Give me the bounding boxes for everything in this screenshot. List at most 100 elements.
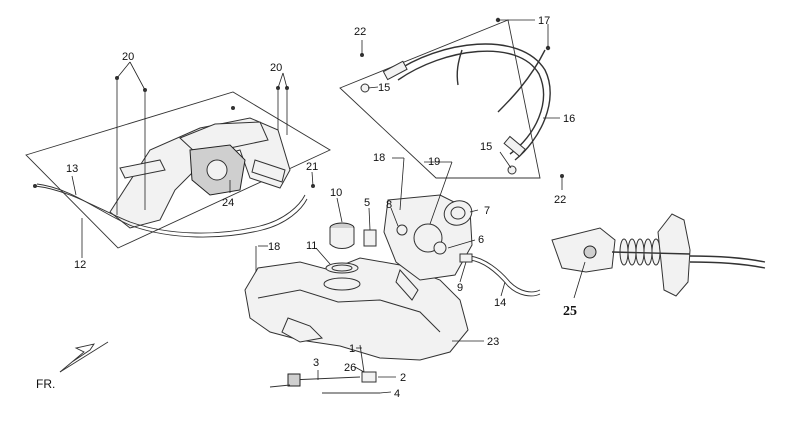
callout-21: 21 <box>306 161 318 173</box>
callout-19: 19 <box>428 156 440 168</box>
cable-bracket <box>551 227 616 273</box>
front-direction-label: FR. <box>36 377 55 391</box>
front-arrow-shaft <box>59 341 109 373</box>
leader-11 <box>315 247 331 265</box>
throttle-cable <box>689 255 766 263</box>
canister-cap <box>206 159 228 181</box>
leader-7 <box>469 209 479 213</box>
leader-14 <box>500 281 506 297</box>
callout-17: 17 <box>538 15 550 27</box>
callout-5: 5 <box>364 197 370 209</box>
drain-hose <box>289 376 361 381</box>
guard-hoop-bar <box>391 43 551 161</box>
spring-rod <box>611 251 691 255</box>
leader-18a-2 <box>399 157 405 211</box>
leader-20b-2 <box>282 72 288 89</box>
callout-3: 3 <box>313 357 319 369</box>
drain-stub <box>269 384 291 388</box>
guard-hoop-bar-inner <box>397 50 545 155</box>
callout-23: 23 <box>487 336 499 348</box>
front-direction-indicator <box>59 341 109 373</box>
fuel-pump-fitting <box>396 224 408 236</box>
fuel-tank-group <box>244 157 541 394</box>
drain-fitting <box>287 373 301 387</box>
callout-10: 10 <box>330 187 342 199</box>
callout-11: 11 <box>306 240 317 252</box>
front-arrow-head <box>59 343 95 373</box>
callout-24: 24 <box>222 197 234 209</box>
bracket-hole <box>583 245 597 259</box>
guard-hoop-frame <box>339 19 541 179</box>
hoop-nut <box>507 165 517 175</box>
callout-7: 7 <box>484 205 490 217</box>
leader-26 <box>354 366 365 373</box>
vent-hose-outline <box>36 183 308 238</box>
guard-hoop-group <box>339 17 564 190</box>
leader-6 <box>447 239 476 249</box>
callout-20-left: 20 <box>122 51 134 63</box>
hose-end <box>33 184 37 188</box>
guard-hoop-post-b <box>497 49 546 113</box>
hose-clamp <box>459 253 473 263</box>
callout-22-bottom: 22 <box>554 194 566 206</box>
callout-25: 25 <box>563 304 577 319</box>
drain-bolt <box>359 344 365 373</box>
filler-gasket-inner <box>331 264 353 272</box>
leader-20a-2 <box>129 61 146 91</box>
callout-2: 2 <box>400 372 406 384</box>
callout-4: 4 <box>394 388 400 400</box>
canister-side-pipe <box>251 159 286 183</box>
tank-mount-boss <box>281 317 324 343</box>
spring-mount-plate <box>657 213 691 297</box>
callout-18-top: 18 <box>373 152 385 164</box>
callout-labels: 20 20 13 1 2 21 24 22 15 17 16 15 22 18 1… <box>36 15 577 400</box>
leader-10 <box>336 197 343 223</box>
leader-9 <box>459 261 467 283</box>
tank-seam <box>257 289 441 333</box>
leader-15b <box>499 151 512 169</box>
leader-5 <box>368 207 371 231</box>
callout-22-top: 22 <box>354 26 366 38</box>
fuel-valve <box>363 229 377 247</box>
spring-detail-group <box>551 213 766 299</box>
bolt-head <box>231 106 235 110</box>
leader-25 <box>573 261 586 299</box>
callout-15-bottom: 15 <box>480 141 492 153</box>
leader-21 <box>311 171 314 187</box>
callout-15-top: 15 <box>378 82 390 94</box>
canister-assembly-frame <box>25 91 331 249</box>
callout-16: 16 <box>563 113 575 125</box>
guard-hoop-post-a <box>456 49 463 86</box>
leader-8 <box>390 207 399 227</box>
callout-13: 13 <box>66 163 78 175</box>
callout-8: 8 <box>386 199 392 211</box>
callout-20-right: 20 <box>270 62 282 74</box>
fuel-pump-outlet <box>395 269 419 301</box>
fuel-level-sender-inner <box>450 206 466 220</box>
callout-6: 6 <box>478 234 484 246</box>
leader-4 <box>379 391 392 394</box>
fuel-line <box>469 255 541 293</box>
leader-19-2 <box>429 161 453 225</box>
callout-26: 26 <box>344 362 356 374</box>
hoop-grommet <box>503 135 526 157</box>
leader-20a <box>116 61 131 79</box>
leader-20b <box>277 72 284 89</box>
canister-pipe <box>119 159 166 179</box>
canister-assembly-group <box>25 61 331 258</box>
hoop-nut <box>360 83 370 93</box>
callout-1: 1 <box>349 343 355 355</box>
callout-18-left: 18 <box>268 241 280 253</box>
throttle-cable-outer <box>689 261 766 269</box>
drain-valve <box>361 371 377 383</box>
leader-13 <box>71 175 77 196</box>
filler-neck <box>323 277 361 291</box>
fuel-line-outline <box>469 259 541 297</box>
filler-cap-body <box>329 228 355 249</box>
callout-14: 14 <box>494 297 506 309</box>
fuel-pump-port <box>433 241 447 255</box>
hoop-grommet <box>382 60 408 81</box>
leader-15a <box>367 86 379 89</box>
callout-9: 9 <box>457 282 463 294</box>
